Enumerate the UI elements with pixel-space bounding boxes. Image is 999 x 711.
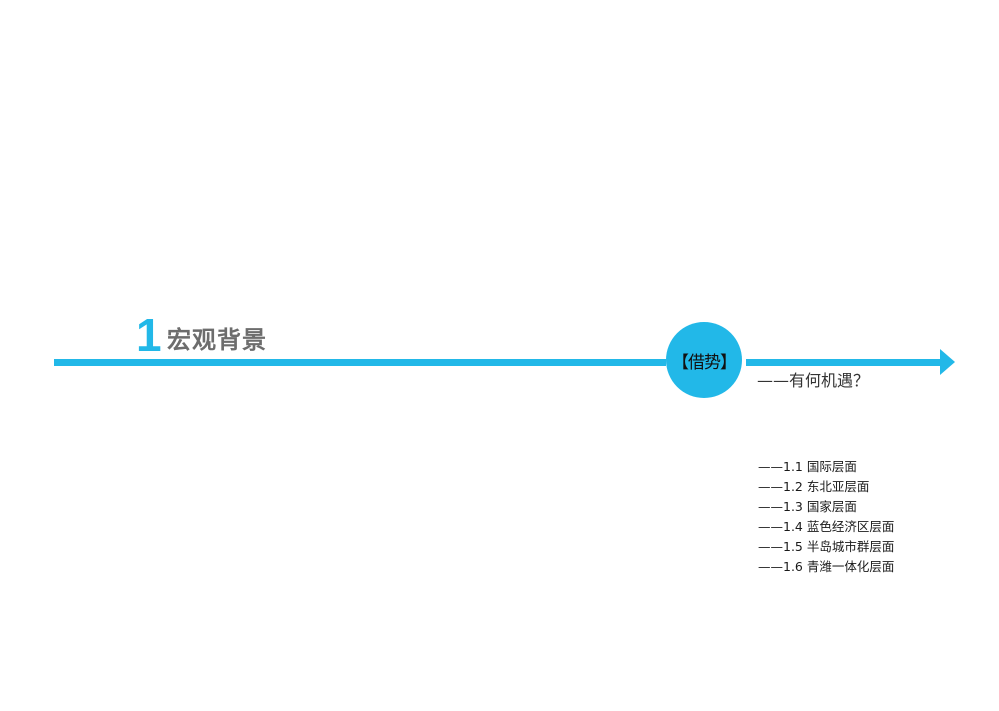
- subtitle: ——有何机遇？: [757, 371, 870, 390]
- toc-item: ——1.6 青潍一体化层面: [758, 559, 895, 574]
- arrow-right-icon: [940, 349, 955, 375]
- toc-item: ——1.1 国际层面: [758, 459, 857, 474]
- toc-list: ——1.1 国际层面 ——1.2 东北亚层面 ——1.3 国家层面 ——1.4 …: [758, 457, 894, 577]
- badge-label: 【借势】: [672, 352, 737, 373]
- toc-item: ——1.5 半岛城市群层面: [758, 539, 895, 554]
- toc-item: ——1.4 蓝色经济区层面: [758, 519, 895, 534]
- badge-circle: 【借势】: [666, 322, 742, 398]
- timeline-line-right: [746, 359, 942, 366]
- timeline-line-left: [54, 359, 666, 366]
- toc-item: ——1.3 国家层面: [758, 499, 857, 514]
- section-number: 1: [136, 309, 162, 361]
- section-title: 宏观背景: [167, 326, 267, 354]
- toc-item: ——1.2 东北亚层面: [758, 479, 870, 494]
